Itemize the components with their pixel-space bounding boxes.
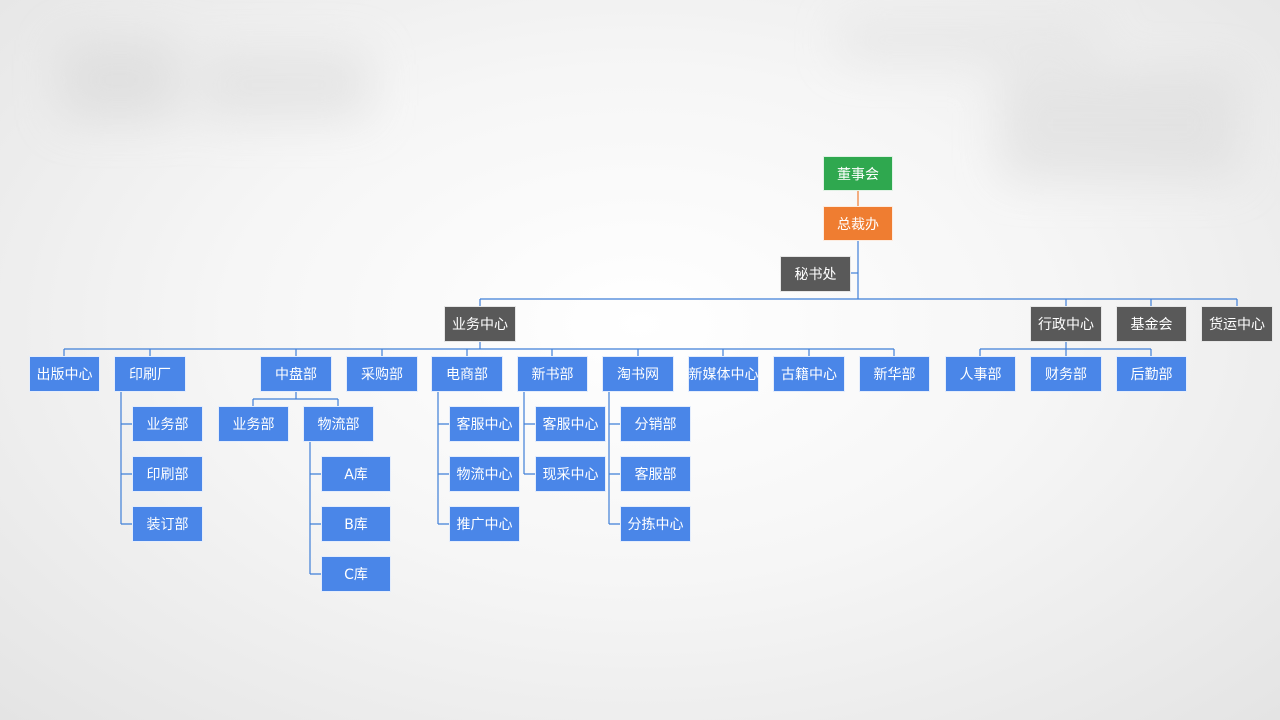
node-secretariat: 秘书处 [780,256,851,292]
node-finance-dept: 财务部 [1030,356,1102,392]
connector-taoshu-children [608,391,621,525]
node-warehouse-a: A库 [321,456,391,492]
node-taoshu-net: 淘书网 [602,356,674,392]
node-business-center: 业务中心 [444,306,516,342]
node-publishing-center: 出版中心 [29,356,100,392]
connector-printing-children [120,391,133,525]
node-zp-business-dept: 业务部 [218,406,289,442]
node-ts-distribution: 分销部 [620,406,691,442]
node-purchasing-dept: 采购部 [346,356,418,392]
node-ts-customer-service: 客服部 [620,456,691,492]
node-ec-promotion: 推广中心 [449,506,520,542]
node-ts-sorting: 分拣中心 [620,506,691,542]
node-hr-dept: 人事部 [945,356,1016,392]
node-foundation: 基金会 [1116,306,1187,342]
node-new-media-center: 新媒体中心 [688,356,759,392]
node-warehouse-b: B库 [321,506,391,542]
node-ec-customer-service: 客服中心 [449,406,520,442]
node-board: 董事会 [823,156,893,191]
node-ecommerce-dept: 电商部 [431,356,503,392]
node-zhongpan-dept: 中盘部 [260,356,332,392]
node-print-binding-dept: 装订部 [132,506,203,542]
node-warehouse-c: C库 [321,556,391,592]
node-logistics-support-dept: 后勤部 [1116,356,1187,392]
node-ec-logistics: 物流中心 [449,456,520,492]
connector-newbooks-children [523,391,536,475]
node-freight-center: 货运中心 [1201,306,1273,342]
node-print-business-dept: 业务部 [132,406,203,442]
connector-zhongpan-children [252,391,339,407]
node-zp-logistics-dept: 物流部 [303,406,374,442]
connector-ecommerce-children [437,391,450,525]
connector-warehouses [309,441,322,575]
node-president-office: 总裁办 [823,206,893,241]
node-print-printing-dept: 印刷部 [132,456,203,492]
node-admin-center: 行政中心 [1030,306,1102,342]
node-nb-spot-purchase: 现采中心 [535,456,606,492]
node-ancient-books-center: 古籍中心 [773,356,845,392]
node-printing-factory: 印刷厂 [114,356,186,392]
node-nb-customer-service: 客服中心 [535,406,606,442]
node-xinhua-dept: 新华部 [859,356,930,392]
node-new-books-dept: 新书部 [517,356,588,392]
